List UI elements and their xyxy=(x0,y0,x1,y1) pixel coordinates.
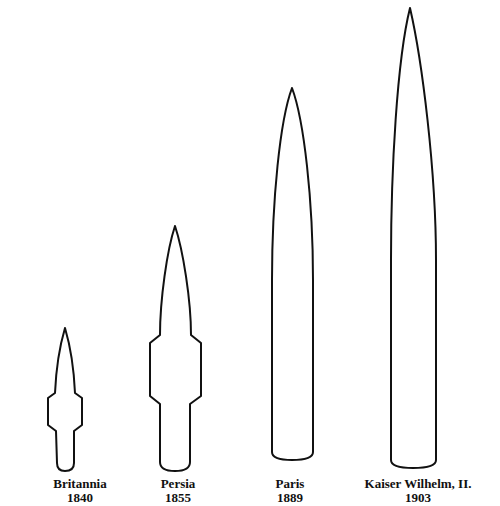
ship-year: 1889 xyxy=(277,491,303,505)
ship-name: Britannia xyxy=(53,477,106,491)
kaiser-wilhelm-hull xyxy=(391,8,436,468)
britannia-hull xyxy=(48,328,82,471)
ship-name: Paris xyxy=(276,477,305,491)
ship-year: 1855 xyxy=(165,491,191,505)
ship-name: Kaiser Wilhelm, II. xyxy=(365,477,472,491)
ship-year: 1903 xyxy=(405,491,431,505)
ship-name: Persia xyxy=(161,477,196,491)
paris-hull xyxy=(272,88,313,460)
persia-hull xyxy=(150,226,201,471)
ship-year: 1840 xyxy=(67,491,93,505)
